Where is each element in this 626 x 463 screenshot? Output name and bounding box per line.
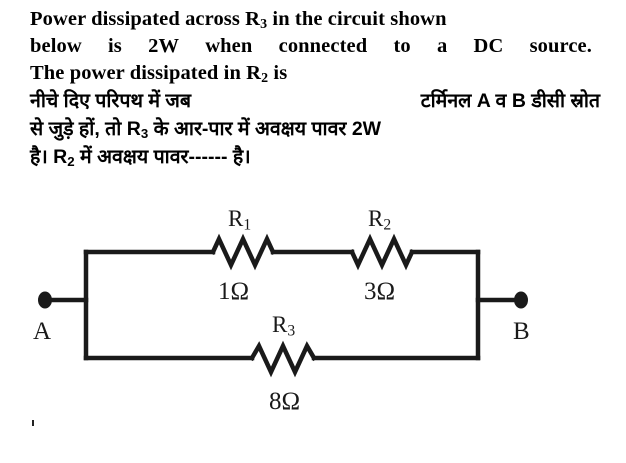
hindi-line-1-part-b: टर्मिनल A व B डीसी स्रोत (420, 90, 600, 112)
english-line-1-subscript: 3 (260, 17, 268, 33)
resistor-r1-value-label: 1Ω (218, 278, 250, 305)
resistor-r3-zigzag (248, 340, 318, 378)
english-line-3-subscript: 2 (261, 71, 269, 87)
hindi-line-1-part-a: नीचे दिए परिपथ में जब (30, 90, 192, 112)
hindi-line-1: नीचे दिए परिपथ में जब टर्मिनल A व B डीसी… (30, 87, 600, 115)
circuit-schematic-svg (38, 233, 528, 378)
hindi-line-3-part-b: में अवक्षय पावर------ है। (74, 146, 251, 168)
terminal-b-label: B (513, 318, 530, 345)
resistor-r3-value-label: 8Ω (269, 388, 301, 415)
resistor-r2-name: R (368, 206, 384, 231)
scan-artifact-speck (32, 420, 34, 426)
english-line-3-part-b: is (268, 62, 288, 84)
resistor-r3-index: 3 (287, 322, 296, 340)
resistor-r1-zigzag (210, 233, 276, 271)
hindi-line-2-part-a: से जुड़े हों, तो R (30, 118, 141, 140)
english-line-1-part-a: Power dissipated across R (30, 8, 261, 30)
english-line-2-word-5: connected (278, 35, 368, 57)
resistor-r1-name: R (228, 206, 244, 231)
resistor-r2-index: 2 (383, 216, 392, 234)
circuit-wires (47, 233, 521, 378)
resistor-r1-name-label: R1 (228, 206, 252, 234)
english-line-1: Power dissipated across R3 in the circui… (30, 6, 610, 33)
circuit-diagram: R1 R2 R3 1Ω 3Ω 8Ω A B (0, 200, 626, 463)
hindi-line-2: से जुड़े हों, तो R3 के आर-पार में अवक्षय… (30, 115, 610, 143)
english-line-2-word-9: source. (529, 35, 592, 57)
english-line-2-word-7: a (436, 35, 448, 57)
terminal-a-node-dot (38, 291, 52, 309)
english-line-2-word-6: to (393, 35, 411, 57)
terminal-a-label: A (33, 318, 52, 345)
english-line-2-word-3: 2W (148, 35, 180, 57)
english-line-2-word-4: when (205, 35, 253, 57)
english-line-3: The power dissipated in R2 is (30, 60, 610, 87)
english-line-2-word-1: below (30, 35, 82, 57)
resistor-r3-name-label: R3 (272, 312, 296, 340)
terminal-b-node-dot (514, 291, 528, 309)
hindi-line-2-subscript: 3 (140, 125, 149, 141)
resistor-r2-name-label: R2 (368, 206, 392, 234)
english-line-3-part-a: The power dissipated in R (30, 62, 262, 84)
resistor-r1-index: 1 (243, 216, 252, 234)
hindi-line-3-subscript: 2 (67, 153, 75, 169)
question-text-block: Power dissipated across R3 in the circui… (30, 6, 610, 171)
english-line-1-part-b: in the circuit shown (267, 8, 447, 30)
resistor-r3-name: R (272, 312, 288, 337)
english-line-2: below is 2W when connected to a DC sourc… (30, 33, 592, 60)
resistor-r2-value-label: 3Ω (364, 278, 396, 305)
resistor-r2-zigzag (349, 233, 415, 271)
english-line-2-word-8: DC (473, 35, 504, 57)
hindi-line-3-part-a: है। R (30, 146, 68, 168)
hindi-line-3: है। R2 में अवक्षय पावर------ है। (30, 143, 610, 171)
hindi-line-2-part-b: के आर-पार में अवक्षय पावर 2W (148, 118, 382, 140)
english-line-2-word-2: is (107, 35, 122, 57)
